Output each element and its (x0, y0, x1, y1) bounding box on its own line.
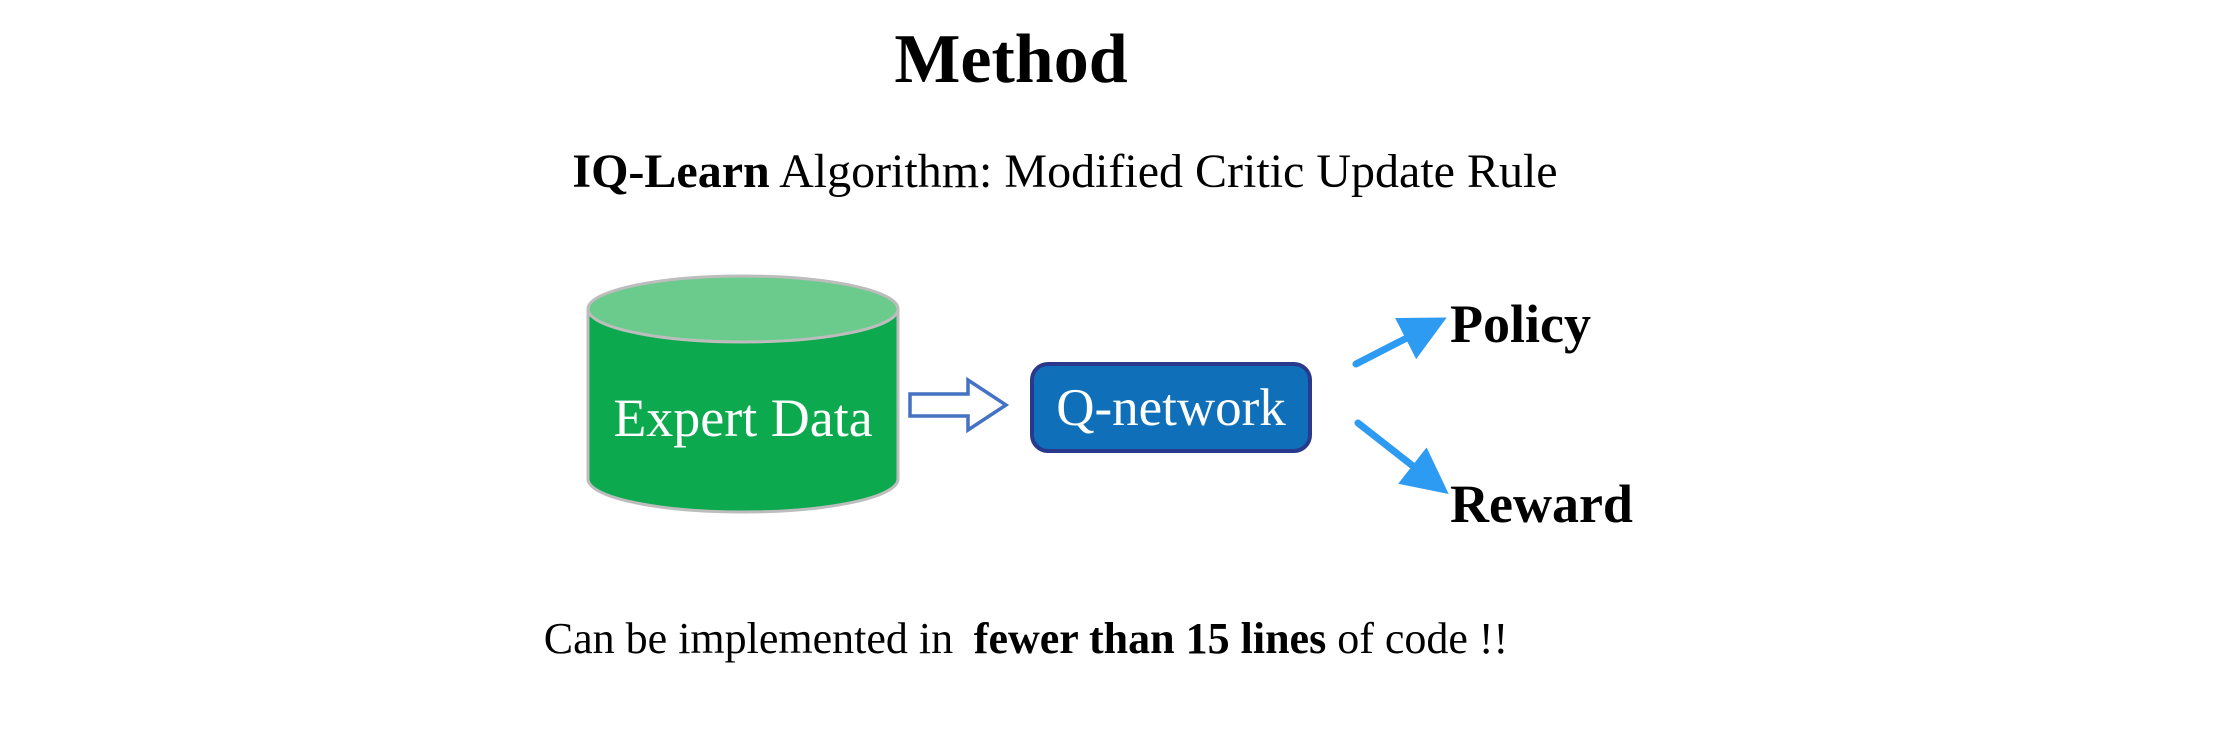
subtitle-rest: Algorithm: Modified Critic Update Rule (769, 145, 1558, 198)
footer-suffix: of code !! (1326, 614, 1509, 663)
expert-data-cylinder: Expert Data (586, 271, 900, 515)
reward-label: Reward (1450, 474, 1633, 534)
reward-arrow-icon (1354, 419, 1449, 495)
footer-prefix: Can be implemented in (543, 614, 965, 663)
database-icon (586, 274, 900, 514)
expert-data-label: Expert Data (613, 388, 873, 448)
footer-note: Can be implemented in fewer than 15 line… (544, 614, 1508, 665)
policy-arrow-icon (1352, 317, 1447, 368)
subtitle-emphasis: IQ-Learn (572, 145, 770, 198)
page-title: Method (894, 21, 1128, 98)
flow-arrow-icon (908, 377, 1010, 433)
policy-label: Policy (1450, 294, 1591, 354)
subtitle: IQ-Learn Algorithm: Modified Critic Upda… (572, 144, 1557, 199)
q-network-box: Q-network (1030, 362, 1312, 453)
q-network-label: Q-network (1056, 378, 1286, 437)
footer-emphasis: fewer than 15 lines (973, 614, 1327, 663)
